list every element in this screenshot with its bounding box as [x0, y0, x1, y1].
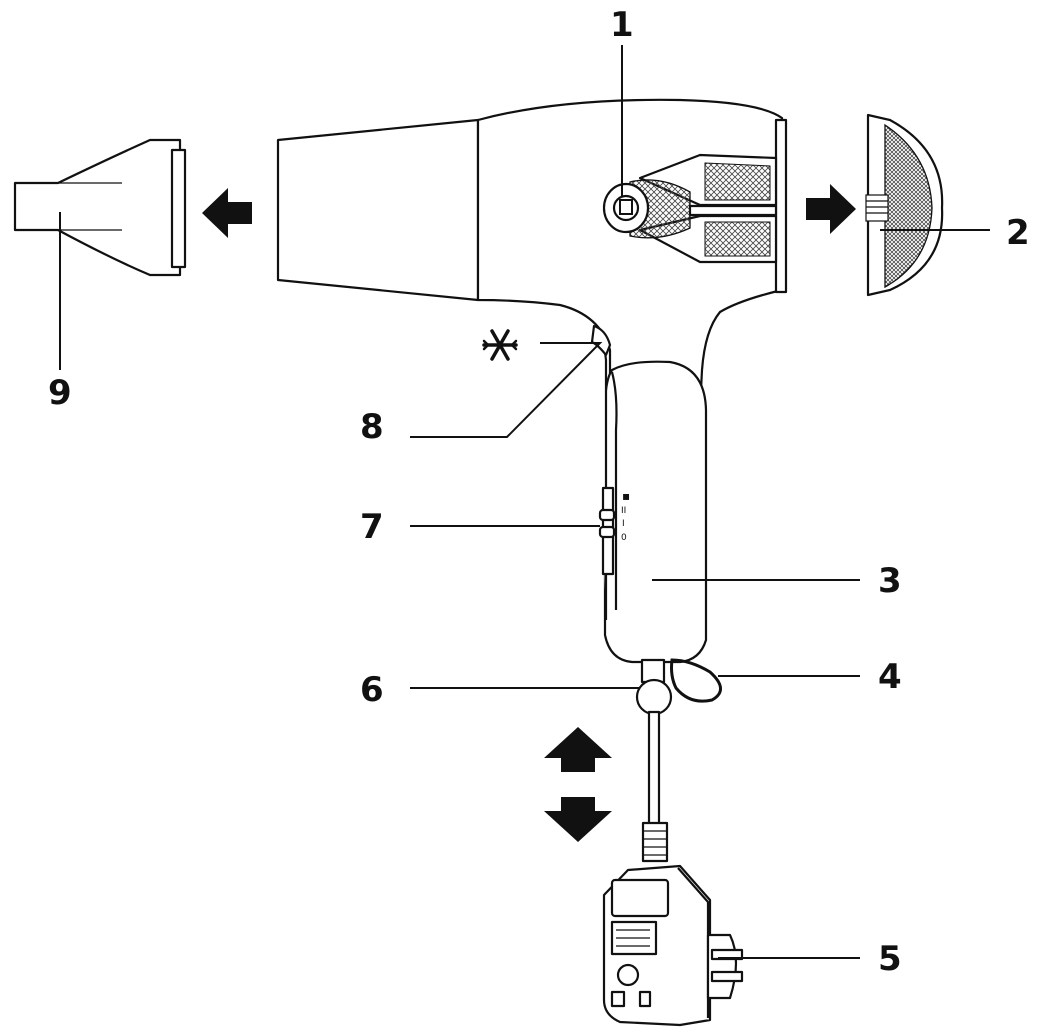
arrow-right-icon	[806, 184, 856, 234]
callout-9: 9	[48, 373, 72, 413]
callout-2: 2	[1006, 213, 1030, 253]
callout-5: 5	[878, 939, 902, 979]
callout-8: 8	[360, 407, 384, 447]
callout-4: 4	[878, 657, 902, 697]
plug-unit	[602, 864, 744, 1027]
speed-switch: ▪ II I 0	[598, 486, 630, 576]
concentrator-nozzle	[13, 138, 187, 277]
switch-mark-0: 0	[621, 533, 627, 543]
switch-mark-top: ▪	[622, 489, 630, 503]
hanging-loop	[670, 658, 722, 703]
swivel-cord	[635, 658, 673, 863]
snowflake-icon	[482, 329, 518, 361]
callout-7: 7	[360, 507, 384, 547]
arrow-down-icon	[544, 797, 612, 842]
arrow-up-icon	[544, 727, 612, 772]
rear-filter	[865, 113, 944, 297]
dryer-body	[276, 98, 788, 412]
callout-6: 6	[360, 670, 384, 710]
switch-mark-2: II	[621, 506, 626, 516]
switch-mark-1: I	[622, 519, 625, 529]
leader-lines	[59, 45, 990, 959]
power-knob	[602, 182, 650, 234]
callout-3: 3	[878, 561, 902, 601]
arrow-left-icon	[202, 188, 252, 238]
callout-1: 1	[610, 5, 634, 45]
